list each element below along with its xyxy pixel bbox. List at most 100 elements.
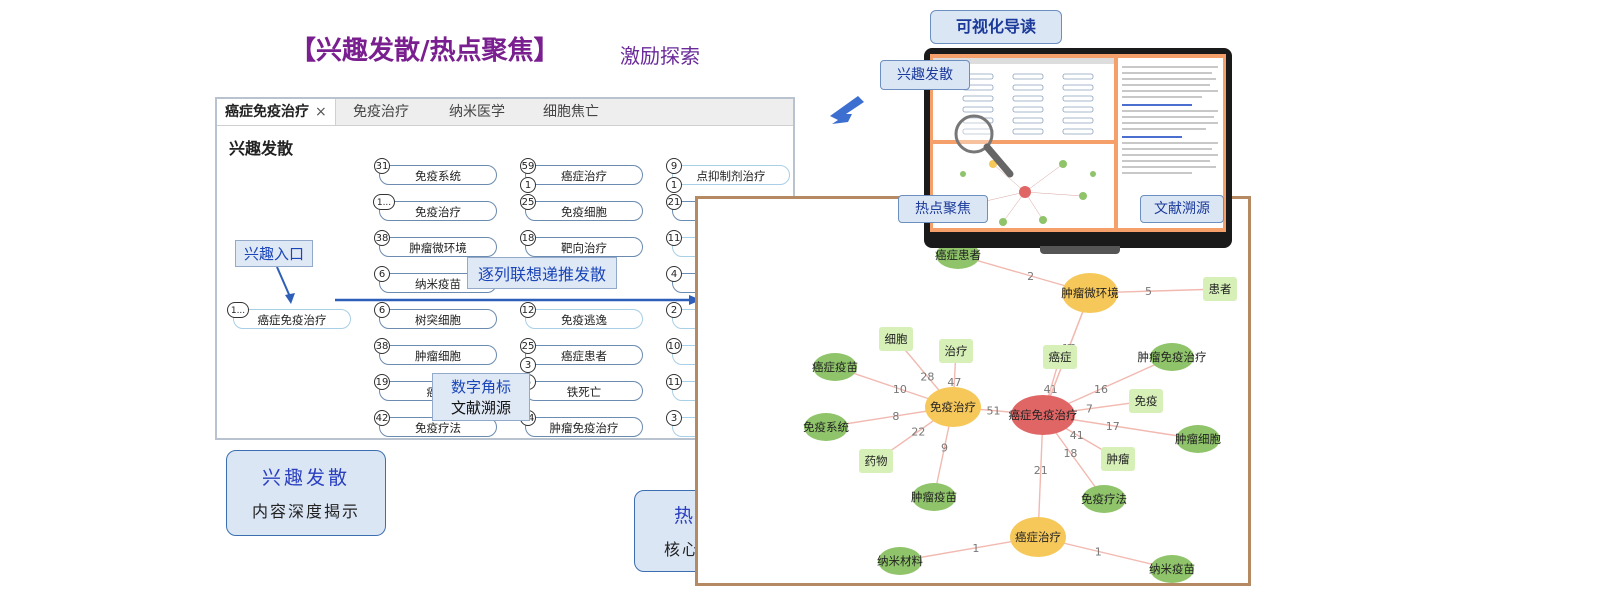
node-c2[interactable]: 铁死亡 <box>525 381 643 401</box>
count-badge: 2 <box>666 302 682 318</box>
network-node-nm[interactable]: 纳米材料 <box>877 547 923 575</box>
network-node-shape[interactable] <box>1129 389 1163 413</box>
node-c1[interactable]: 免疫治疗 <box>379 201 497 221</box>
count-badge: 38 <box>374 230 390 246</box>
network-node-cp[interactable]: 癌症患者 <box>935 241 981 269</box>
count-badge: 21 <box>666 194 682 210</box>
network-node-label: 免疫疗法 <box>1081 492 1127 506</box>
network-node-zlb[interactable]: 肿瘤 <box>1101 447 1135 471</box>
network-node-shape[interactable] <box>1176 425 1220 453</box>
badge-callout-line2: 文献溯源 <box>450 399 511 417</box>
card-subtitle: 内容深度揭示 <box>251 502 360 521</box>
node-c2[interactable]: 免疫细胞 <box>525 201 643 221</box>
network-node-shape[interactable] <box>939 339 973 363</box>
count-badge: 59 <box>520 158 536 174</box>
close-icon[interactable]: × <box>315 104 327 120</box>
root-node[interactable]: 癌症免疫治疗 <box>233 309 351 329</box>
network-node-my[interactable]: 免疫 <box>1129 389 1163 413</box>
network-node-ct[interactable]: 癌症治疗 <box>1010 517 1066 557</box>
network-node-shape[interactable] <box>1062 273 1118 313</box>
network-node-zl[interactable]: 治疗 <box>939 339 973 363</box>
network-node-label: 患者 <box>1209 282 1232 296</box>
network-node-shape[interactable] <box>878 547 922 575</box>
network-node-ca[interactable]: 癌症 <box>1043 345 1077 369</box>
network-node-label: 免疫 <box>1135 394 1158 408</box>
network-node-yw[interactable]: 药物 <box>859 449 893 473</box>
badge-callout-line1: 数字角标 <box>450 378 511 396</box>
network-node-pt[interactable]: 患者 <box>1203 277 1237 301</box>
card-title: 兴趣发散 <box>261 467 350 489</box>
page-subtitle: 激励探索 <box>620 44 700 68</box>
node-c1[interactable]: 免疫系统 <box>379 165 497 185</box>
network-node-shape[interactable] <box>1150 343 1194 371</box>
network-node-shape[interactable] <box>936 241 980 269</box>
node-c2[interactable]: 癌症治疗 <box>525 165 643 185</box>
count-badge: 4 <box>666 266 682 282</box>
network-node-label: 癌症 <box>1049 350 1072 364</box>
node-c1[interactable]: 肿瘤微环境 <box>379 237 497 257</box>
tab-immunotherapy[interactable]: 免疫治疗 <box>353 104 409 120</box>
network-node-shape[interactable] <box>859 449 893 473</box>
node-c2[interactable]: 癌症患者 <box>525 345 643 365</box>
network-node-label: 免疫系统 <box>803 420 849 434</box>
tab-cancer-immunotherapy[interactable]: 癌症免疫治疗× <box>217 99 336 125</box>
card-interest: 兴趣发散 内容深度揭示 <box>226 450 386 536</box>
tag-literature: 文献溯源 <box>1140 195 1224 223</box>
network-node-shape[interactable] <box>1043 345 1077 369</box>
edge-weight-label: 41 <box>1070 429 1084 442</box>
network-node-shape[interactable] <box>1082 485 1126 513</box>
network-node-tc[interactable]: 肿瘤细胞 <box>1175 425 1221 453</box>
count-badge: 12 <box>520 302 536 318</box>
network-node-shape[interactable] <box>879 327 913 351</box>
propagate-callout: 逐列联想递推发散 <box>467 257 618 289</box>
network-node-shape[interactable] <box>1150 555 1194 583</box>
network-node-shape[interactable] <box>1203 277 1237 301</box>
network-node-shape[interactable] <box>813 353 857 381</box>
node-c2[interactable]: 靶向治疗 <box>525 237 643 257</box>
node-c1[interactable]: 肿瘤细胞 <box>379 345 497 365</box>
network-node-shape[interactable] <box>1010 517 1066 557</box>
network-node-label: 肿瘤细胞 <box>1175 432 1221 446</box>
network-node-iml[interactable]: 免疫疗法 <box>1081 485 1127 513</box>
tag-visual-guide: 可视化导读 <box>930 10 1062 44</box>
node-c2[interactable]: 肿瘤免疫治疗 <box>525 417 643 437</box>
node-c3[interactable]: 点抑制剂治疗 <box>672 165 790 185</box>
count-badge: 11 <box>666 374 682 390</box>
network-node-xb[interactable]: 细胞 <box>879 327 913 351</box>
network-node-label: 药物 <box>865 454 888 468</box>
tab-nanomedicine[interactable]: 纳米医学 <box>449 104 505 120</box>
count-badge: 18 <box>520 230 536 246</box>
network-node-ms[interactable]: 免疫治疗 <box>925 387 981 427</box>
tab-pyroptosis[interactable]: 细胞焦亡 <box>543 104 599 120</box>
network-node-center[interactable]: 癌症免疫治疗 <box>1009 395 1078 435</box>
count-badge: 6 <box>374 266 390 282</box>
node-c1[interactable]: 树突细胞 <box>379 309 497 329</box>
network-node-shape[interactable] <box>925 387 981 427</box>
network-node-cv[interactable]: 癌症疫苗 <box>812 353 858 381</box>
node-c2[interactable]: 免疫逃逸 <box>525 309 643 329</box>
node-c1[interactable]: 免疫疗法 <box>379 417 497 437</box>
count-badge: 1 <box>520 177 536 193</box>
count-badge: 3 <box>520 357 536 373</box>
network-node-tme[interactable]: 肿瘤微环境 <box>1061 273 1119 313</box>
edge-weight-label: 7 <box>1086 403 1093 416</box>
count-badge: 9 <box>666 158 682 174</box>
network-node-shape[interactable] <box>912 483 956 511</box>
network-node-ims[interactable]: 免疫系统 <box>803 413 849 441</box>
edge-weight-label: 10 <box>893 383 907 396</box>
edge-weight-label: 5 <box>1145 285 1152 298</box>
network-node-shape[interactable] <box>804 413 848 441</box>
network-node-tv[interactable]: 肿瘤疫苗 <box>911 483 957 511</box>
network-node-tim[interactable]: 肿瘤免疫治疗 <box>1138 343 1207 371</box>
edge-weight-label: 9 <box>941 442 948 455</box>
edge-weight-label: 1 <box>1095 545 1102 558</box>
network-node-nv[interactable]: 纳米疫苗 <box>1149 555 1195 583</box>
network-node-shape[interactable] <box>1011 395 1075 435</box>
magnifier-icon <box>954 114 1014 178</box>
edge-weight-label: 17 <box>1106 420 1120 433</box>
network-node-label: 纳米疫苗 <box>1149 562 1195 576</box>
network-node-shape[interactable] <box>1101 447 1135 471</box>
edge-weight-label: 18 <box>1063 447 1077 460</box>
monitor-stand <box>1040 246 1120 254</box>
count-badge: 11 <box>666 230 682 246</box>
